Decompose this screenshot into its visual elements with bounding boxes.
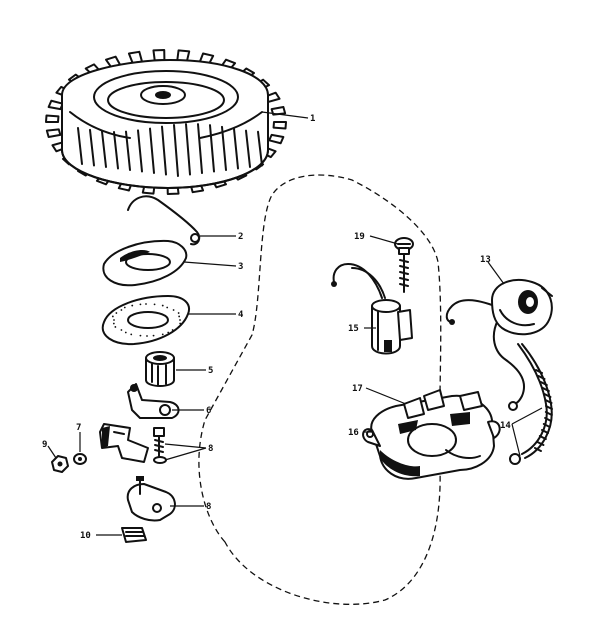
breaker-arm	[127, 383, 180, 419]
callout-8-upper: 8	[208, 444, 213, 454]
callout-14: 14	[500, 421, 511, 431]
breaker-base-plate	[126, 476, 176, 522]
callout-7: 7	[76, 423, 81, 433]
nut	[51, 455, 69, 473]
leader-lines	[47, 111, 543, 536]
callout-16: 16	[348, 428, 359, 438]
bushing	[145, 351, 175, 387]
dashed-group-boundary	[198, 174, 442, 605]
spring-clip	[127, 195, 201, 246]
callout-labels: 1 2 3 4 5 6 7 8 8 9 10 13 14 15 16 17 19	[42, 114, 511, 541]
shield-cap	[102, 239, 188, 287]
callout-17: 17	[352, 384, 363, 394]
flywheel	[45, 49, 287, 195]
callout-4: 4	[238, 310, 244, 320]
callout-6: 6	[206, 406, 211, 416]
callout-1: 1	[310, 114, 315, 124]
callout-8-lower: 8	[206, 502, 211, 512]
ignition-coil	[445, 279, 553, 411]
felt-pad	[121, 527, 147, 543]
gasket	[101, 295, 190, 346]
callout-10: 10	[80, 531, 91, 541]
condenser-screw	[394, 237, 414, 293]
washer	[73, 453, 87, 465]
callout-2: 2	[238, 232, 243, 242]
screw-and-washer	[153, 427, 167, 464]
contact-bracket	[99, 423, 149, 463]
callout-5: 5	[208, 366, 213, 376]
callout-3: 3	[238, 262, 243, 272]
callout-15: 15	[348, 324, 359, 334]
callout-13: 13	[480, 255, 491, 265]
callout-9: 9	[42, 440, 47, 450]
stator-plate	[362, 389, 501, 480]
high-tension-lead	[509, 343, 553, 465]
condenser	[331, 263, 413, 355]
callout-19: 19	[354, 232, 365, 242]
